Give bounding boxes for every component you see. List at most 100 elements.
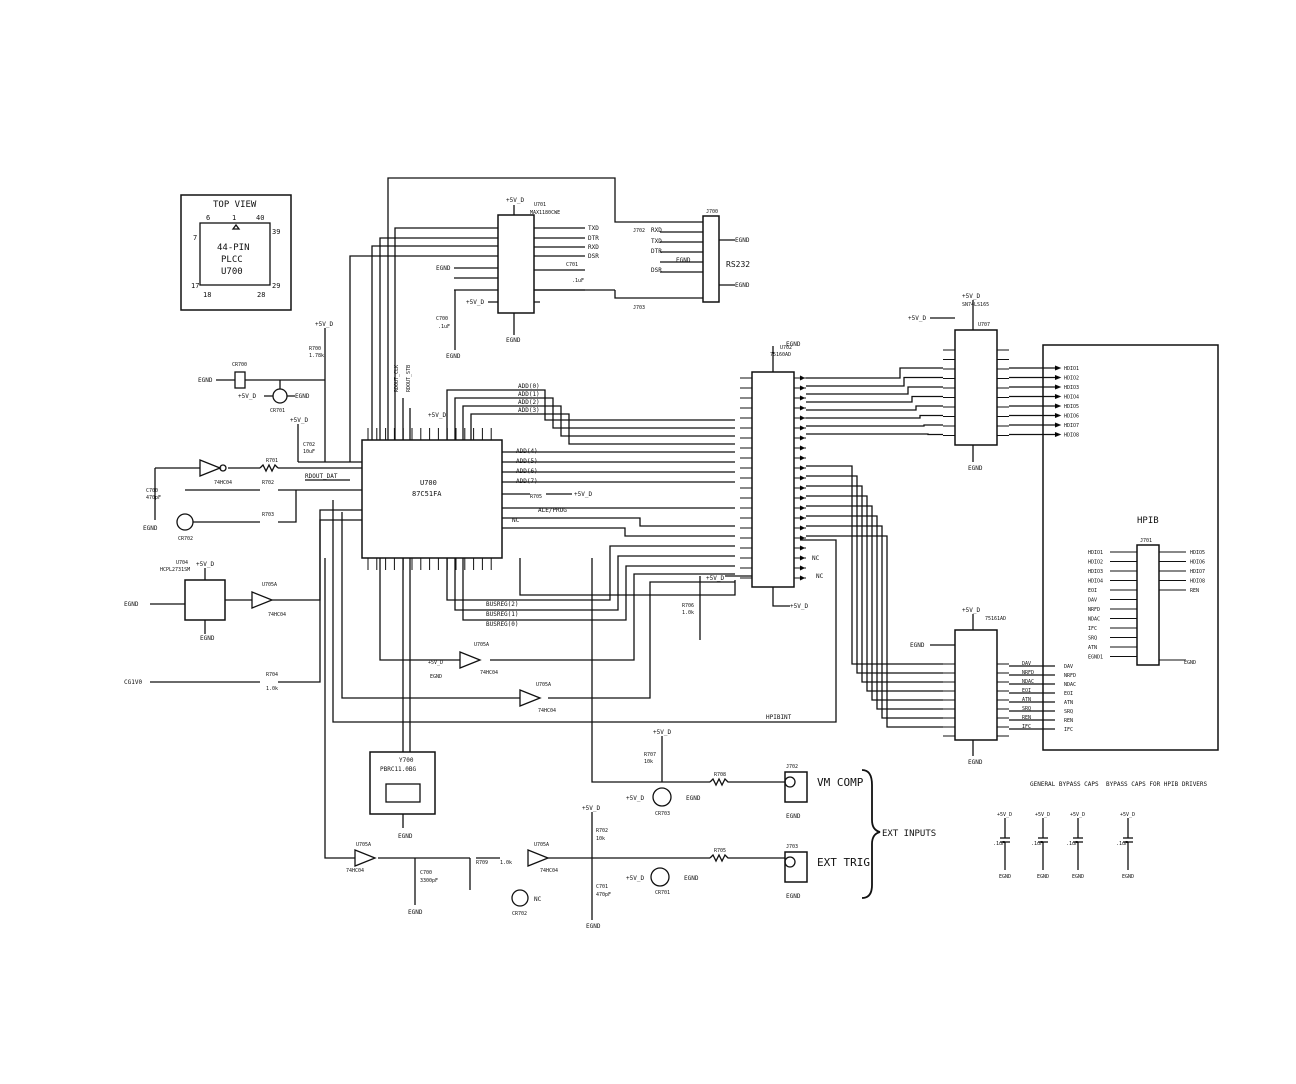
- svg-text:J702: J702: [786, 764, 798, 770]
- svg-text:+5V_D: +5V_D: [315, 321, 333, 328]
- hpib-conn-right-label: HDIO6: [1190, 560, 1205, 566]
- arrow-icon: [799, 525, 806, 531]
- svg-text:J700: J700: [706, 209, 718, 215]
- svg-text:BYPASS CAPS FOR HPIB DRIVERS: BYPASS CAPS FOR HPIB DRIVERS: [1106, 781, 1208, 788]
- svg-text:Y700: Y700: [399, 757, 414, 764]
- hpib-conn-left-label: HDIO2: [1088, 560, 1103, 566]
- svg-text:1.78k: 1.78k: [309, 353, 324, 359]
- u703-hpib-transceiver: 75161AD +5V_D EGND EGND: [910, 607, 1009, 766]
- svg-text:ADD(4): ADD(4): [516, 448, 538, 455]
- hpib-ctrl-label: REN: [1064, 718, 1073, 724]
- arrow-icon: [1054, 403, 1062, 409]
- svg-text:75160AD: 75160AD: [770, 352, 791, 358]
- svg-text:3300pF: 3300pF: [420, 878, 438, 884]
- svg-text:C700: C700: [146, 488, 158, 494]
- svg-text:R700: R700: [309, 346, 321, 352]
- u701-rs232-driver: +5V_D U701 MAX1180CWE TXD DTR RXD DSR EG…: [436, 197, 599, 360]
- hpib-dio-label: HDIO8: [1064, 433, 1079, 439]
- svg-text:+5V_D: +5V_D: [962, 293, 980, 300]
- arrow-icon: [799, 395, 806, 401]
- svg-text:ADD(5): ADD(5): [516, 458, 538, 465]
- arrow-icon: [799, 375, 806, 381]
- svg-text:CR701: CR701: [655, 890, 670, 896]
- svg-text:EGND: EGND: [436, 265, 451, 272]
- svg-text:39: 39: [272, 228, 280, 236]
- svg-text:U705A: U705A: [474, 642, 489, 648]
- hpib-dio-label: HDIO3: [1064, 385, 1079, 391]
- hpib-dio-label: HDIO5: [1064, 404, 1079, 410]
- hpibint-net: HPIBINT: [766, 714, 792, 721]
- ctrl-net-label: SRQ: [1022, 706, 1031, 712]
- cg-input-port: CG1V0: [124, 679, 142, 686]
- arrow-icon: [799, 475, 806, 481]
- arrow-icon: [799, 455, 806, 461]
- svg-text:CR702: CR702: [512, 911, 527, 917]
- hpib-conn-left-label: NDAC: [1088, 617, 1100, 623]
- svg-text:EGND: EGND: [786, 341, 801, 348]
- svg-text:RXD: RXD: [588, 244, 599, 251]
- svg-text:R708: R708: [714, 772, 726, 778]
- vm-comp-label: VM COMP: [817, 776, 864, 789]
- arrow-icon: [799, 495, 806, 501]
- svg-text:EGND: EGND: [200, 635, 215, 642]
- svg-text:RDOUT_STB: RDOUT_STB: [406, 365, 412, 392]
- ctrl-net-label: IFC: [1022, 724, 1031, 730]
- svg-text:MAX1180CWE: MAX1180CWE: [530, 210, 560, 216]
- arrow-icon: [1054, 413, 1062, 418]
- rdout-nets: RDOUT_CLK RDOUT_STB +5V_D: [394, 365, 446, 440]
- arrow-icon: [799, 545, 806, 551]
- svg-text:R707: R707: [644, 752, 656, 758]
- address-bus: ADD(0) ADD(1) ADD(2) ADD(3) ADD(4) ADD(5…: [446, 383, 735, 537]
- svg-text:+5V_D: +5V_D: [626, 875, 644, 882]
- svg-text:EGND: EGND: [786, 813, 801, 820]
- svg-text:EGND: EGND: [686, 795, 701, 802]
- svg-text:R702: R702: [262, 480, 274, 486]
- hpib-ctrl-label: NDAC: [1064, 682, 1076, 688]
- hpib-conn-right-label: HDIO5: [1190, 550, 1205, 556]
- hpib-conn-left-label: IFC: [1088, 626, 1097, 632]
- bus-wire: [806, 414, 943, 419]
- svg-text:BUSREG(0): BUSREG(0): [486, 621, 519, 628]
- svg-text:U700: U700: [221, 267, 243, 277]
- svg-text:CR700: CR700: [232, 362, 247, 368]
- hpib-dio-label: HDIO6: [1064, 414, 1079, 420]
- ctrl-net-label: EOI: [1022, 688, 1031, 694]
- svg-text:470pF: 470pF: [146, 495, 161, 501]
- hpib-conn-right-label: REN: [1190, 588, 1199, 594]
- ext-inputs-label: EXT INPUTS: [882, 829, 936, 839]
- svg-text:74HC04: 74HC04: [540, 868, 558, 874]
- svg-text:SN74LS165: SN74LS165: [962, 302, 989, 308]
- svg-text:EGND: EGND: [968, 465, 983, 472]
- svg-text:ADD(1): ADD(1): [518, 391, 540, 398]
- hpib-dio-label: HDIO4: [1064, 395, 1079, 401]
- bus-wire: [806, 376, 943, 387]
- svg-text:+5V_D: +5V_D: [506, 197, 524, 204]
- svg-text:29: 29: [272, 282, 280, 290]
- svg-text:ADD(2): ADD(2): [518, 399, 540, 406]
- hpib-ctrl-label: IFC: [1064, 727, 1073, 733]
- cap-gnd-label: EGND: [1122, 874, 1134, 880]
- svg-text:U705A: U705A: [356, 842, 371, 848]
- arrow-icon: [799, 485, 806, 491]
- ext-trig-label: EXT TRIG: [817, 856, 870, 869]
- svg-text:C702: C702: [303, 442, 315, 448]
- ctrl-net-label: ATN: [1022, 697, 1031, 703]
- svg-text:+5V_D: +5V_D: [466, 299, 484, 306]
- svg-text:R701: R701: [266, 458, 278, 464]
- hpib-conn-gnd-label: EGND: [1184, 660, 1196, 666]
- hpib-conn-left-label: DAV: [1088, 598, 1097, 604]
- svg-text:10k: 10k: [596, 836, 605, 842]
- svg-text:R703: R703: [262, 512, 274, 518]
- bus-wire: [806, 505, 943, 701]
- hpib-ctrl-label: EOI: [1064, 691, 1073, 697]
- cap-gnd-label: EGND: [1037, 874, 1049, 880]
- svg-text:ADD(6): ADD(6): [516, 468, 538, 475]
- hpib-conn-right-label: HDIO8: [1190, 579, 1205, 585]
- svg-text:EGND: EGND: [735, 237, 750, 244]
- svg-text:NC: NC: [534, 896, 542, 903]
- crystal-oscillator: Y700 PBRC11.0BG EGND: [369, 558, 436, 840]
- svg-text:CR703: CR703: [655, 811, 670, 817]
- svg-text:BUSREG(1): BUSREG(1): [486, 611, 519, 618]
- top-view-inset: TOP VIEW 6 1 40 39 7 17 18 28 29 44-PIN …: [180, 194, 292, 311]
